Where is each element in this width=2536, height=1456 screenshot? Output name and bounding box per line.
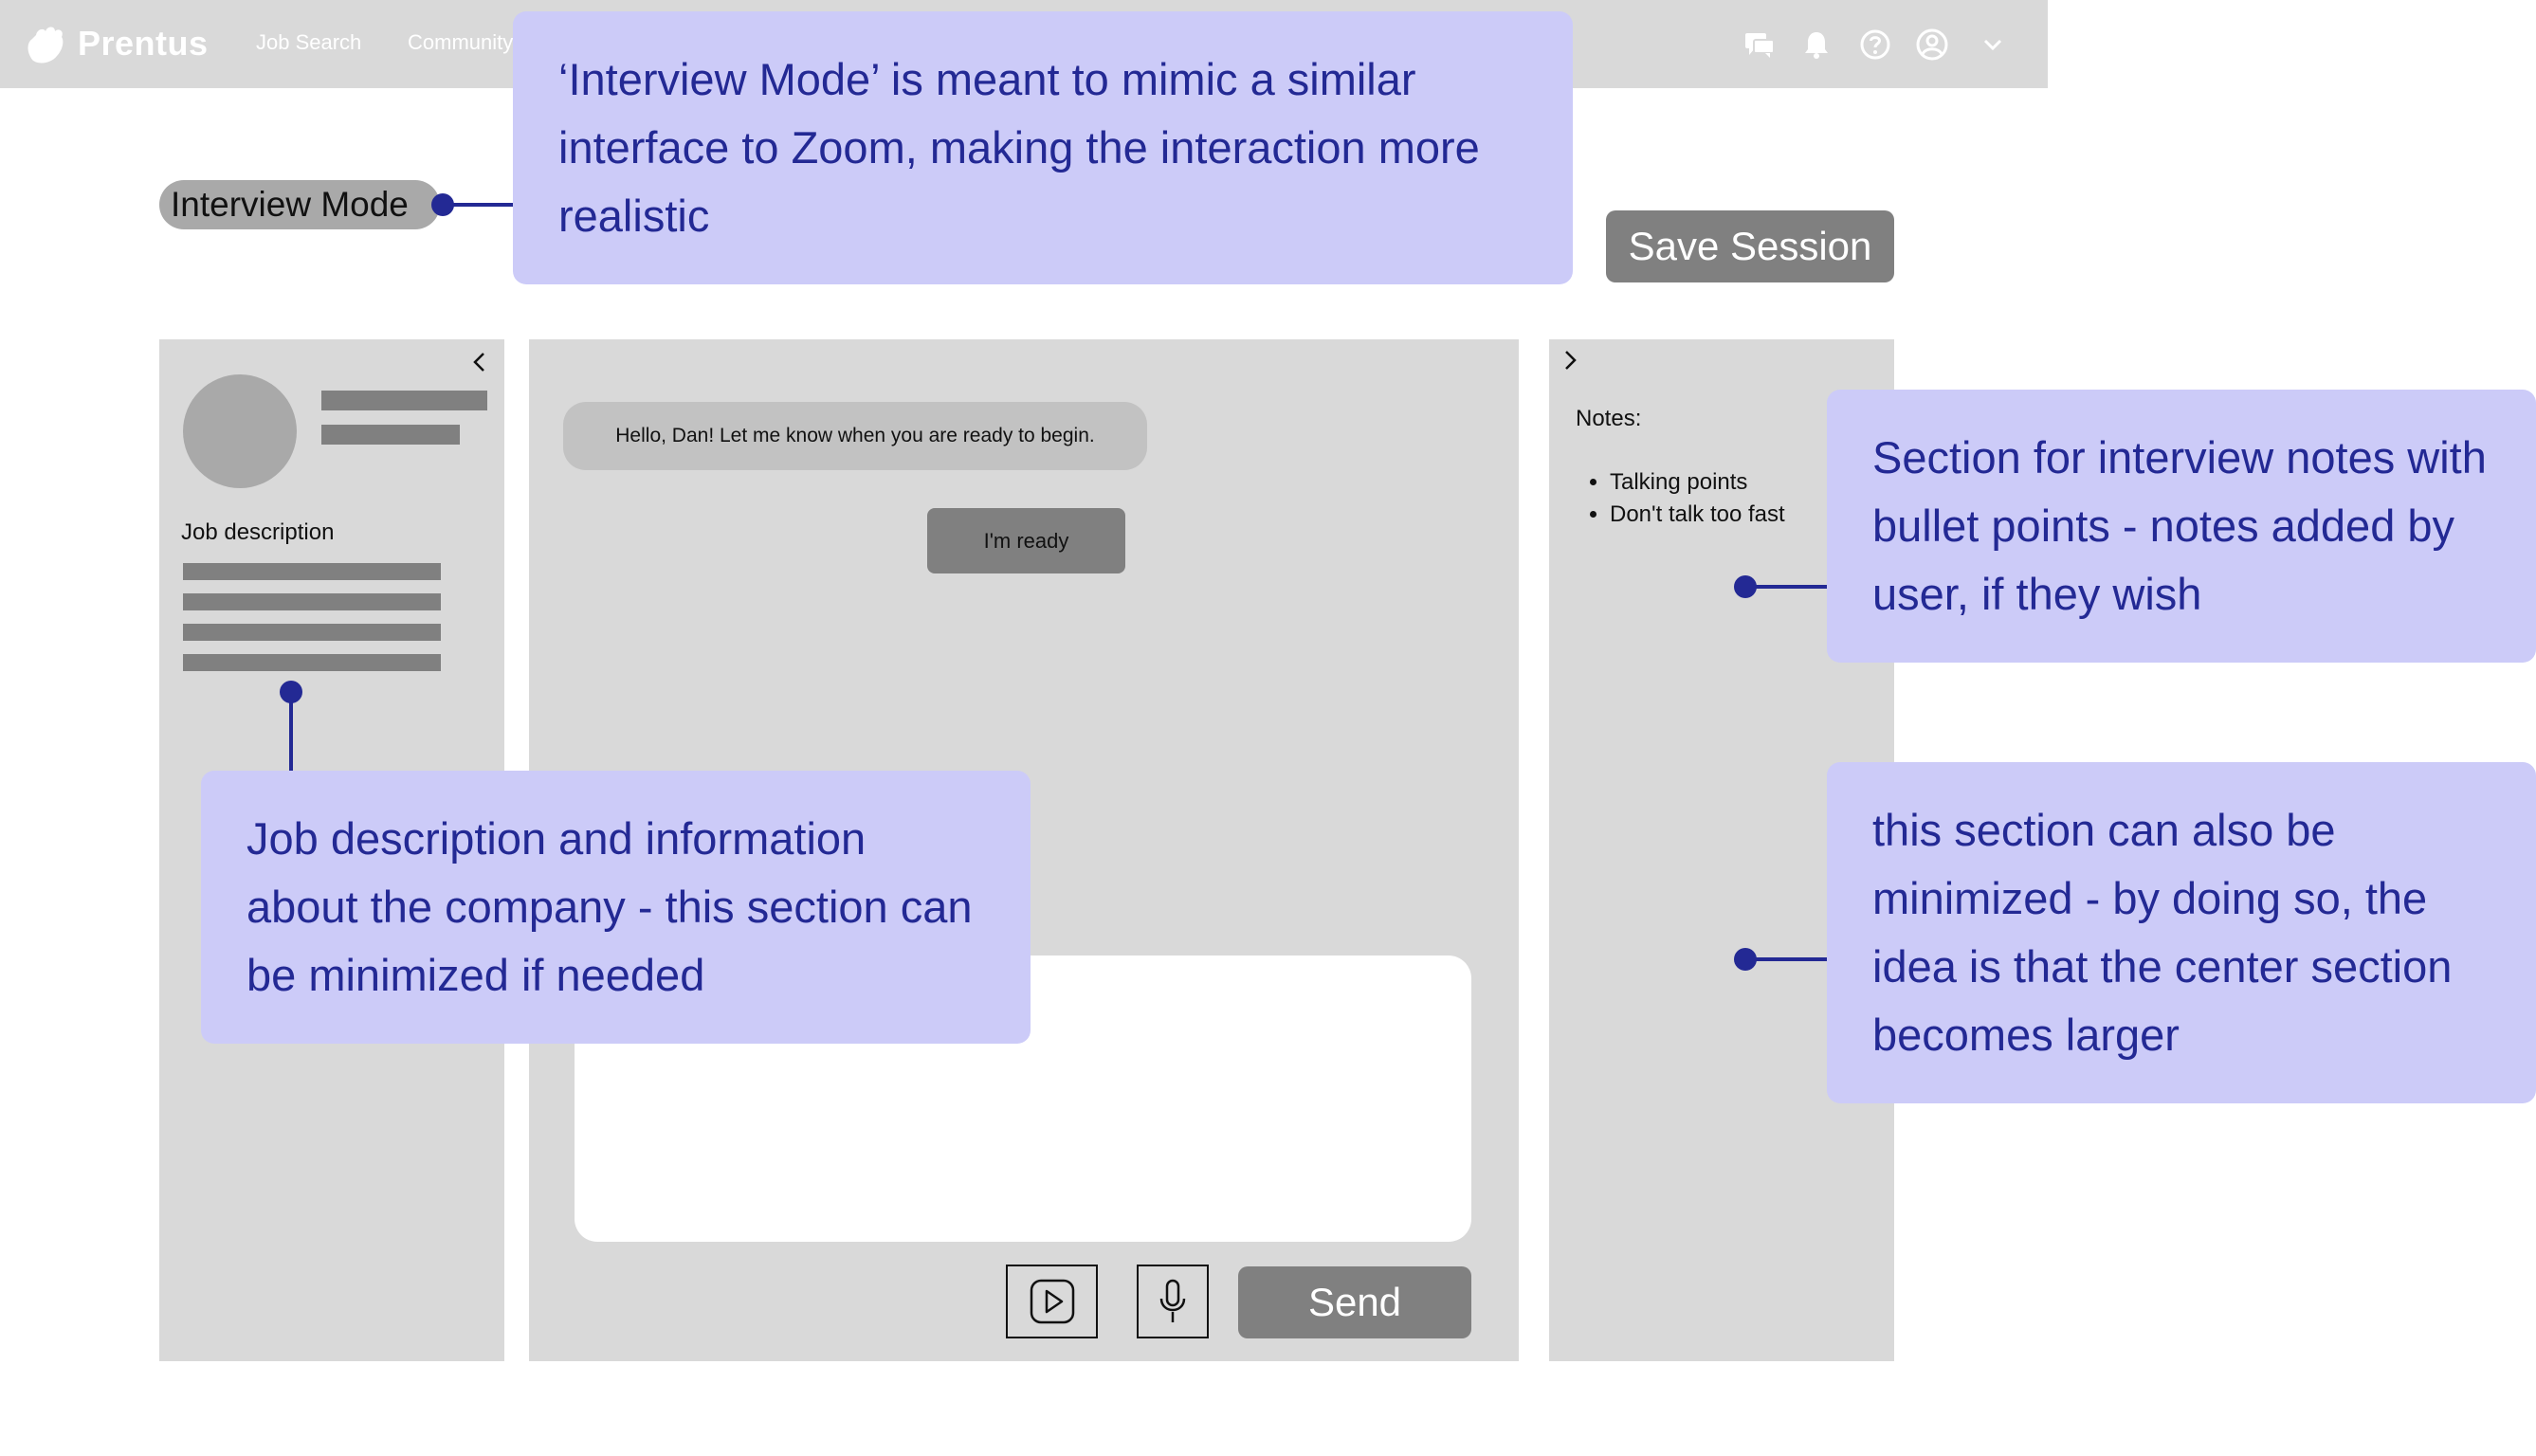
hand-logo-icon	[27, 27, 64, 64]
annotation-notes-section: Section for interview notes with bullet …	[1827, 390, 2536, 663]
help-icon[interactable]	[1856, 26, 1894, 64]
company-name-placeholder	[321, 391, 487, 410]
user-message-bubble: I'm ready	[927, 508, 1125, 573]
annotation-job-description: Job description and information about th…	[201, 771, 1031, 1044]
note-item[interactable]: Don't talk too fast	[1610, 499, 1785, 531]
description-line	[183, 593, 441, 610]
chevron-right-icon[interactable]	[1557, 347, 1583, 373]
annotation-connector	[1745, 957, 1831, 961]
user-icon[interactable]	[1913, 26, 1951, 64]
bell-icon[interactable]	[1797, 26, 1835, 64]
send-button[interactable]: Send	[1238, 1266, 1471, 1338]
chevron-down-icon[interactable]	[1974, 26, 2012, 64]
notes-list[interactable]: Talking points Don't talk too fast	[1585, 466, 1785, 531]
ai-message-bubble: Hello, Dan! Let me know when you are rea…	[563, 402, 1147, 470]
company-avatar	[183, 374, 297, 488]
notes-heading: Notes:	[1576, 406, 1642, 431]
annotation-connector	[1745, 585, 1831, 589]
annotation-connector	[289, 692, 293, 774]
description-line	[183, 563, 441, 580]
brand-logo[interactable]: Prentus	[25, 19, 209, 68]
company-subtitle-placeholder	[321, 425, 460, 445]
nav-link-community[interactable]: Community	[408, 30, 514, 54]
description-line	[183, 654, 441, 671]
description-line	[183, 624, 441, 641]
brand-name: Prentus	[78, 24, 209, 63]
nav-link-job-search[interactable]: Job Search	[256, 30, 362, 54]
annotation-connector	[443, 203, 524, 207]
microphone-icon	[1159, 1279, 1186, 1322]
chevron-left-icon[interactable]	[466, 349, 493, 375]
annotation-minimize-section: this section can also be minimized - by …	[1827, 762, 2536, 1103]
video-button[interactable]	[1006, 1265, 1098, 1338]
save-session-button[interactable]: Save Session	[1606, 210, 1894, 282]
job-description-heading: Job description	[181, 519, 335, 545]
interview-mode-toggle[interactable]: Interview Mode	[159, 180, 440, 229]
annotation-interview-mode: ‘Interview Mode’ is meant to mimic a sim…	[513, 11, 1573, 284]
play-icon	[1030, 1279, 1074, 1324]
note-item[interactable]: Talking points	[1610, 466, 1785, 499]
chat-icon[interactable]	[1741, 26, 1779, 64]
microphone-button[interactable]	[1137, 1265, 1209, 1338]
